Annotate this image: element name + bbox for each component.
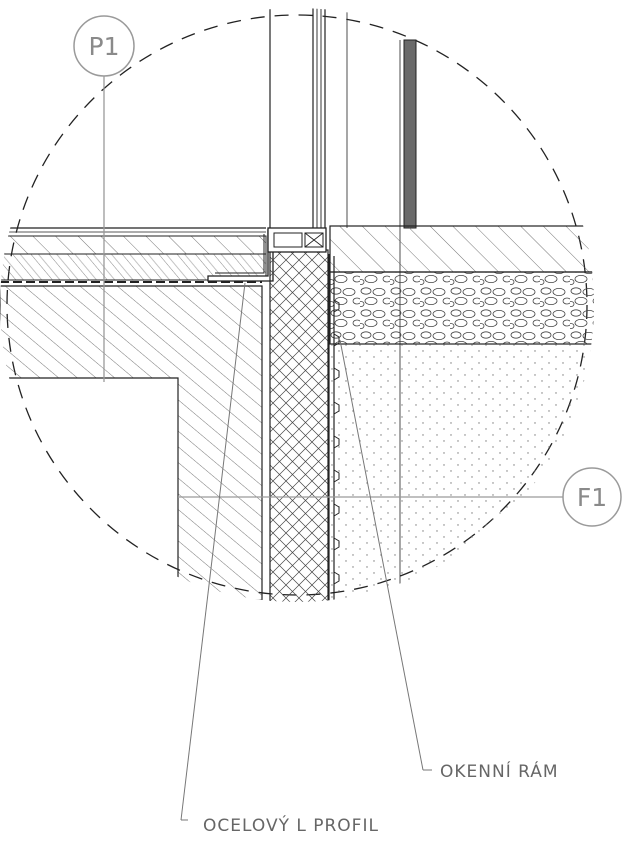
leader-window-frame: [339, 339, 424, 771]
label-steel-profile: OCELOVÝ L PROFIL: [203, 814, 379, 836]
marker-p1: P1: [73, 15, 135, 77]
marker-f1-text: F1: [577, 483, 607, 512]
section-drawing: [0, 8, 594, 602]
marker-p1-text: P1: [89, 32, 120, 61]
leader-steel-profile: [180, 282, 246, 821]
marker-f1: F1: [562, 467, 622, 527]
label-window-frame: OKENNÍ RÁM: [440, 760, 559, 782]
